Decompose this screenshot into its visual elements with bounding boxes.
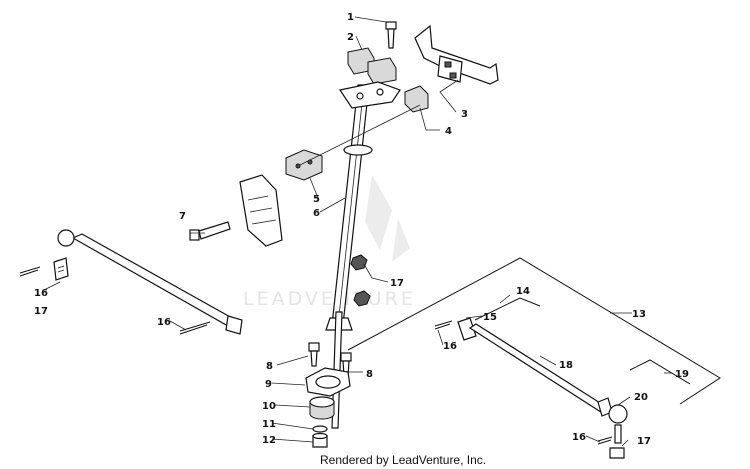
callout-17-a: 17 bbox=[34, 306, 48, 317]
callout-18: 18 bbox=[559, 360, 573, 371]
callout-13: 13 bbox=[632, 309, 646, 320]
leadventure-watermark: LEADVENTURE bbox=[243, 175, 416, 310]
frame-mount-bracket bbox=[239, 174, 283, 247]
column-nuts-17 bbox=[350, 254, 371, 307]
callout-6: 6 bbox=[313, 208, 320, 219]
callout-11: 11 bbox=[262, 419, 276, 430]
callout-1: 1 bbox=[347, 12, 354, 23]
callout-9: 9 bbox=[265, 379, 272, 390]
callout-15: 15 bbox=[483, 312, 497, 323]
nut-12 bbox=[312, 432, 328, 448]
clamp-block-5 bbox=[285, 149, 323, 181]
callout-17-c: 17 bbox=[637, 436, 651, 447]
callout-4: 4 bbox=[445, 126, 452, 137]
callout-20: 20 bbox=[634, 392, 648, 403]
callout-7: 7 bbox=[179, 211, 186, 222]
footer-credit: Rendered by LeadVenture, Inc. bbox=[320, 453, 486, 467]
callout-16-b: 16 bbox=[157, 317, 171, 328]
callout-16-a: 16 bbox=[34, 288, 48, 299]
tie-rod-assembly-brackets bbox=[347, 257, 721, 405]
washer-11 bbox=[312, 425, 328, 433]
leader-lines bbox=[43, 16, 672, 447]
callout-2: 2 bbox=[347, 32, 354, 43]
cotter-pins-16 bbox=[19, 266, 613, 445]
watermark-text: LEADVENTURE bbox=[243, 288, 416, 310]
bolt-7 bbox=[189, 221, 231, 241]
callout-14: 14 bbox=[516, 286, 530, 297]
callout-3: 3 bbox=[461, 109, 468, 120]
callout-5: 5 bbox=[313, 194, 320, 205]
flange-plate-9 bbox=[305, 367, 351, 397]
callout-8-right: 8 bbox=[366, 369, 373, 380]
bearing-10 bbox=[309, 396, 335, 420]
clamp-block-4 bbox=[404, 85, 429, 113]
bolt-1 bbox=[385, 21, 397, 49]
callout-17-b: 17 bbox=[390, 278, 404, 289]
callout-12: 12 bbox=[262, 435, 276, 446]
mounting-bracket-3 bbox=[414, 24, 499, 85]
callout-labels: 1 2 3 4 5 6 7 8 8 9 10 11 12 13 14 15 16… bbox=[34, 12, 689, 447]
right-tie-rod bbox=[457, 317, 628, 459]
callout-16-c: 16 bbox=[443, 341, 457, 352]
left-tie-rod bbox=[53, 229, 243, 335]
upper-clamp-halves bbox=[339, 47, 401, 109]
callout-16-d: 16 bbox=[572, 432, 586, 443]
callout-8-left: 8 bbox=[266, 361, 273, 372]
callout-10: 10 bbox=[262, 401, 276, 412]
watermark-logo-mark bbox=[365, 175, 410, 262]
callout-19: 19 bbox=[675, 369, 689, 380]
